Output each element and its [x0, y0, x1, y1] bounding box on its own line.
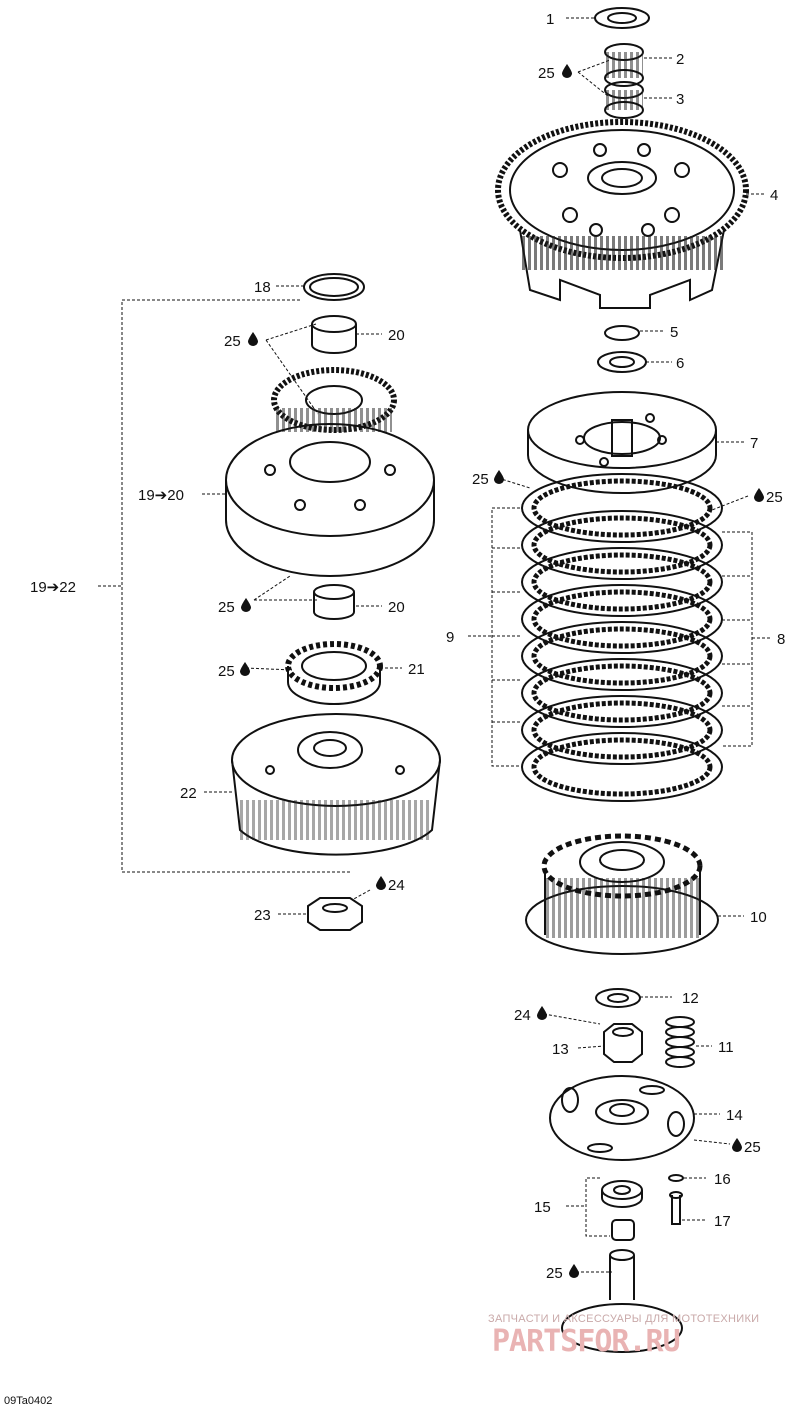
callout-20-lower: 20 — [388, 599, 405, 616]
part-4-clutch-housing-gear — [495, 119, 749, 309]
part-2-needle-bearing — [604, 43, 644, 87]
part-16-washer — [668, 1174, 684, 1182]
callout-19-22: 19➔22 — [30, 579, 76, 596]
callout-17: 17 — [714, 1213, 731, 1230]
part-6-washer — [597, 351, 647, 373]
callout-1: 1 — [546, 11, 554, 28]
callout-20-upper: 20 — [388, 327, 405, 344]
callout-16: 16 — [714, 1171, 731, 1188]
part-19-gear-and-drum — [225, 367, 435, 577]
callout-13: 13 — [552, 1041, 569, 1058]
oil-drop-icon — [754, 488, 764, 502]
oil-drop-icon — [537, 1006, 547, 1020]
part-5-circlip — [604, 325, 640, 341]
callout-5: 5 — [670, 324, 678, 341]
callout-25-plate-left: 25 — [472, 471, 489, 488]
callout-11: 11 — [718, 1039, 734, 1056]
callout-23: 23 — [254, 907, 271, 924]
callout-24-right: 24 — [514, 1007, 531, 1024]
pushrod-part — [561, 1249, 683, 1353]
group-bracket-19-22 — [98, 299, 350, 873]
leader-lines — [202, 17, 764, 1273]
group-bracket-15 — [566, 1177, 610, 1237]
callout-3: 3 — [676, 91, 684, 108]
oil-drop-icon — [494, 470, 504, 484]
drawing-code: 09Ta0402 — [4, 1395, 52, 1407]
part-10-clutch-hub — [525, 833, 719, 955]
part-7-pressure-plate — [527, 391, 717, 494]
group-bracket-9 — [468, 507, 520, 767]
callout-6: 6 — [676, 355, 684, 372]
part-20-bushing-lower — [313, 584, 355, 620]
part-17-screw — [669, 1191, 683, 1225]
oil-drop-icon — [376, 876, 386, 890]
callout-25-top: 25 — [538, 65, 555, 82]
callout-15: 15 — [534, 1199, 551, 1216]
callout-18: 18 — [254, 279, 271, 296]
callout-12: 12 — [682, 990, 699, 1007]
callout-25-spring-plate: 25 — [744, 1139, 761, 1156]
callout-14: 14 — [726, 1107, 743, 1124]
callout-labels: 1 2 3 4 5 6 7 8 9 10 11 12 13 14 15 16 1… — [4, 11, 785, 1407]
callout-25-sprag: 25 — [218, 663, 235, 680]
callout-9: 9 — [446, 629, 454, 646]
part-3-needle-bearing — [604, 81, 644, 119]
part-18-washer — [303, 273, 365, 301]
callout-22: 22 — [180, 785, 197, 802]
oil-drop-icon — [240, 662, 250, 676]
callout-25-bushing: 25 — [224, 333, 241, 350]
callout-10: 10 — [750, 909, 767, 926]
part-8-9-friction-plate-stack — [521, 473, 723, 802]
callout-25-drum: 25 — [218, 599, 235, 616]
part-1-washer — [594, 7, 650, 29]
callout-2: 2 — [676, 51, 684, 68]
callout-24-left: 24 — [388, 877, 405, 894]
callout-19-20: 19➔20 — [138, 487, 184, 504]
callout-7: 7 — [750, 435, 758, 452]
part-20-bushing-upper — [311, 315, 357, 354]
part-21-sprag-clutch — [285, 641, 383, 705]
callout-21: 21 — [408, 661, 425, 678]
watermark-caption: ЗАПЧАСТИ И АКСЕССУАРЫ ДЛЯ МОТОТЕХНИКИ — [488, 1313, 760, 1325]
callout-25-plate-right: 25 — [766, 489, 783, 506]
callout-4: 4 — [770, 187, 778, 204]
oil-drop-icon — [569, 1264, 579, 1278]
part-14-spring-plate — [549, 1075, 695, 1161]
oil-drop-icon — [562, 64, 572, 78]
callout-25-pushrod: 25 — [546, 1265, 563, 1282]
watermark-logo: PARTSFOR.RU — [492, 1324, 681, 1359]
part-11-spring — [665, 1016, 695, 1068]
part-13-nut — [603, 1023, 643, 1063]
oil-drop-icon — [241, 598, 251, 612]
part-12-washer — [595, 988, 641, 1008]
part-23-nut — [307, 897, 363, 931]
oil-drop-icon — [732, 1138, 742, 1152]
group-bracket-8 — [722, 531, 772, 747]
part-15-bearing-assembly — [601, 1180, 643, 1241]
callout-8: 8 — [777, 631, 785, 648]
oil-drop-icon — [248, 332, 258, 346]
part-22-drum-housing — [231, 713, 441, 856]
